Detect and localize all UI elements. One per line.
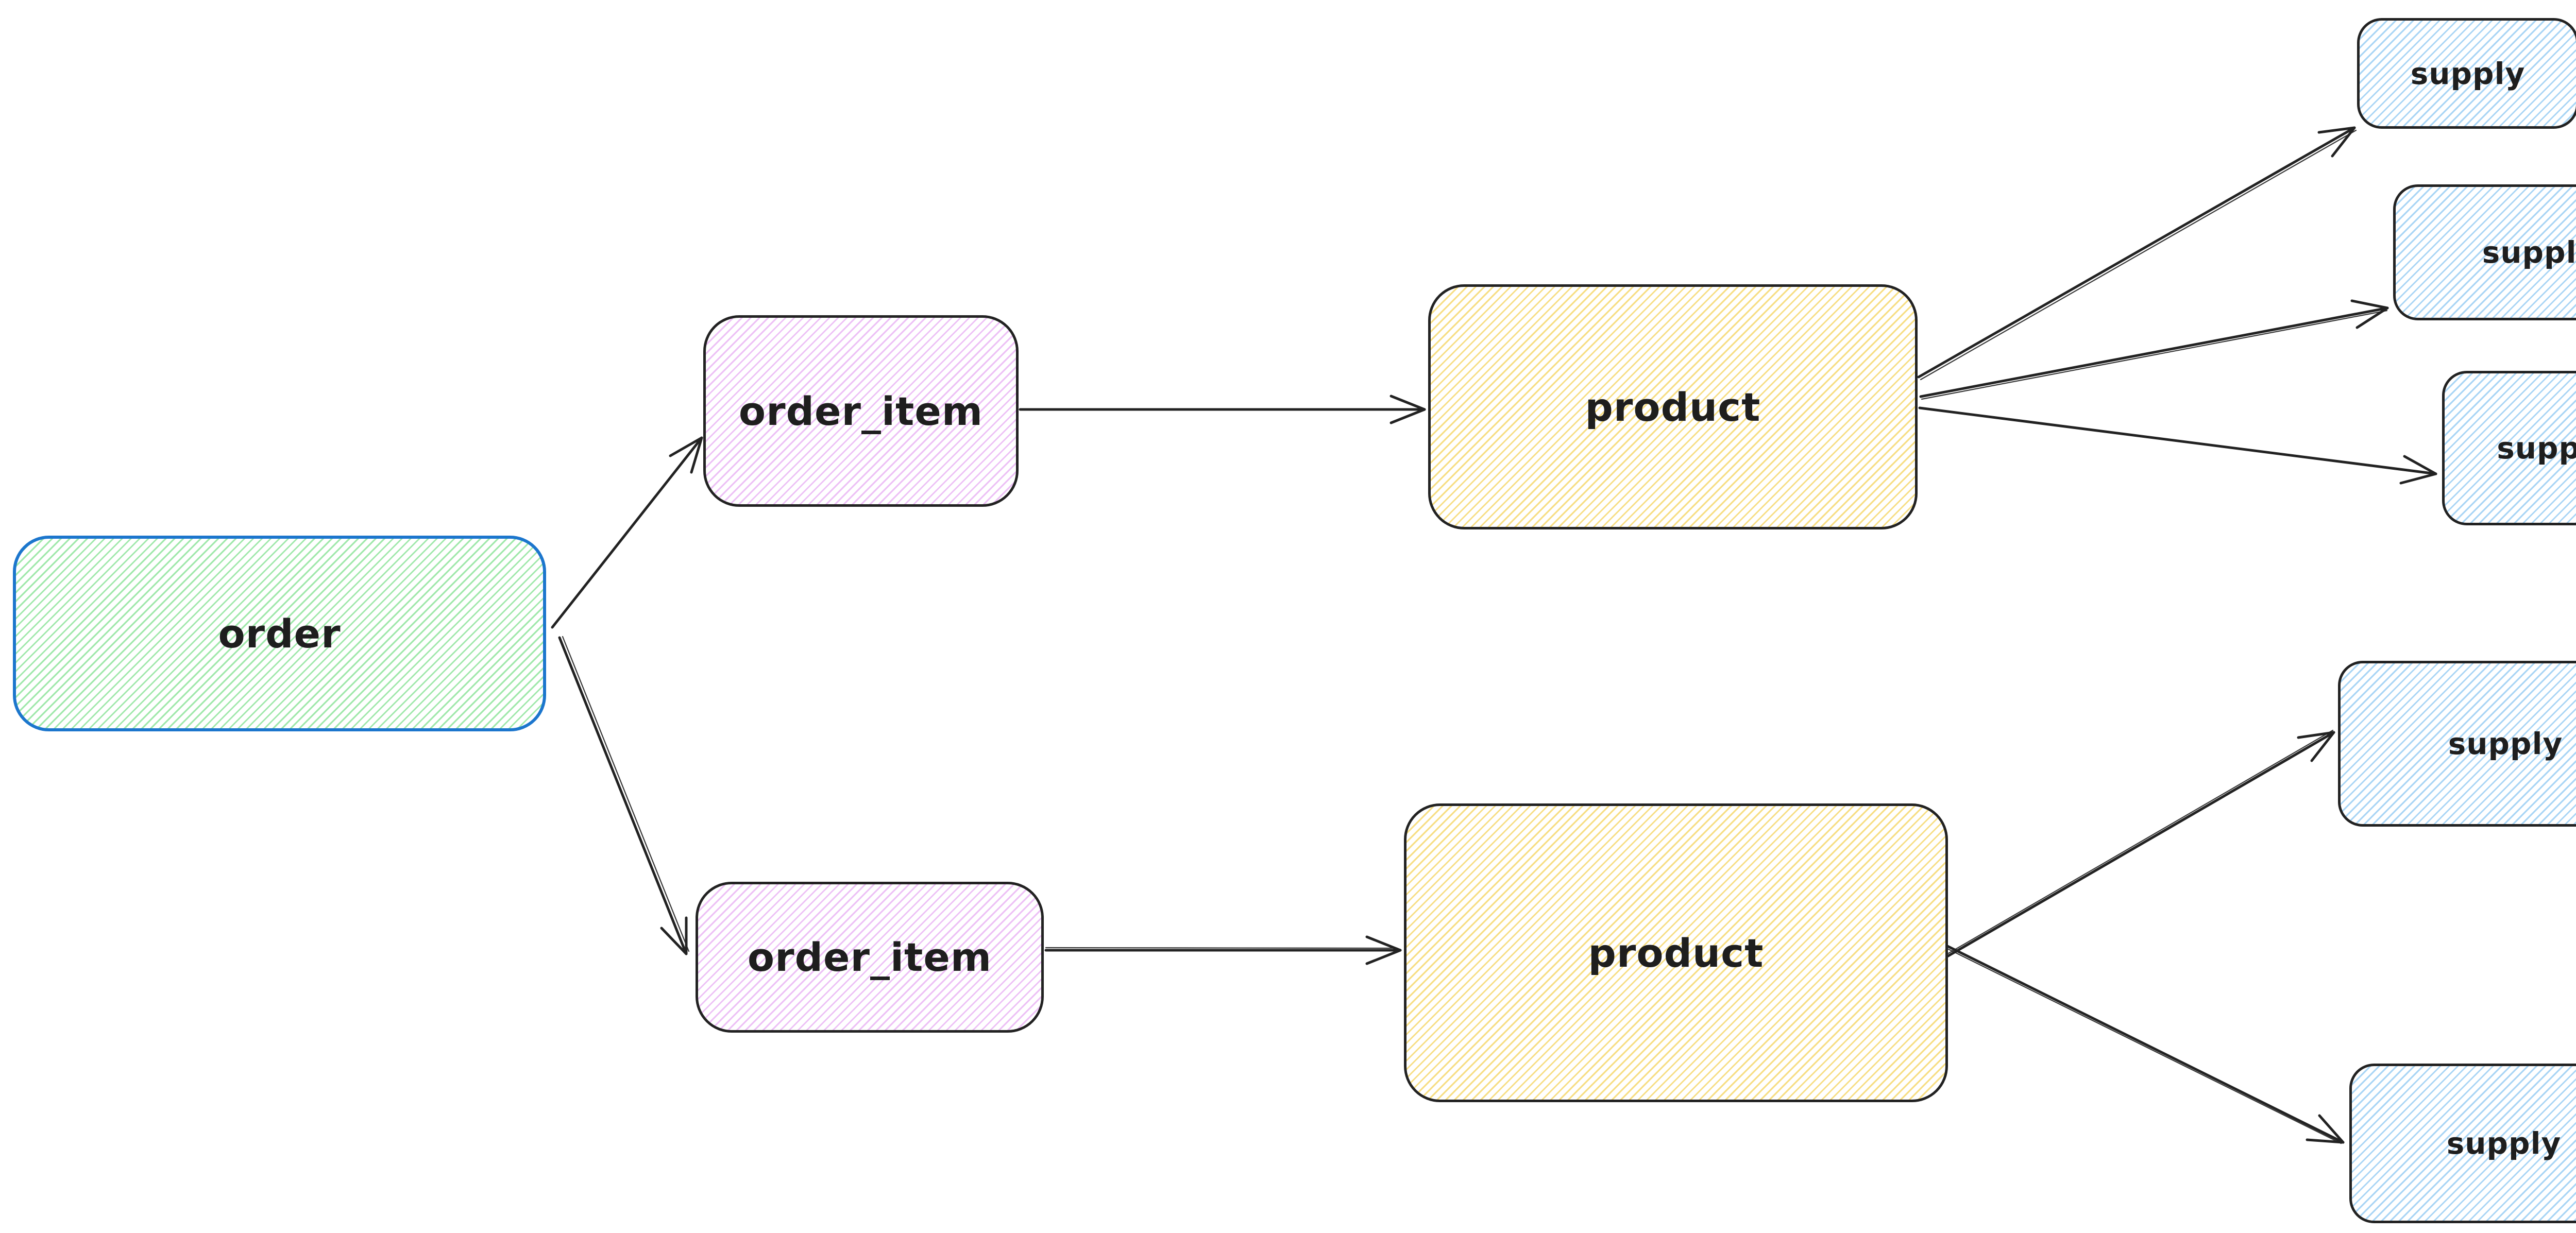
node-order[interactable]: order [13, 536, 546, 731]
node-order-item-top-label: order_item [738, 388, 984, 434]
arrow-product-top-to-supply-2[interactable] [1919, 299, 2389, 400]
node-supply-3[interactable]: supply [2442, 371, 2576, 525]
node-supply-2[interactable]: supply [2393, 184, 2576, 320]
node-order-label: order [218, 610, 341, 657]
arrow-order-item-top-to-product-top[interactable] [1019, 395, 1426, 424]
node-supply-4-label: supply [2448, 726, 2563, 761]
node-product-top-label: product [1585, 384, 1761, 430]
node-product-bottom[interactable]: product [1404, 803, 1948, 1102]
node-product-bottom-label: product [1588, 930, 1764, 976]
arrow-order-to-order-item-top[interactable] [551, 436, 703, 629]
arrow-product-top-to-supply-3[interactable] [1918, 406, 2437, 485]
node-supply-1-label: supply [2410, 56, 2526, 91]
node-supply-5-label: supply [2446, 1126, 2562, 1161]
arrow-product-bottom-to-supply-5[interactable] [1945, 944, 2345, 1144]
node-supply-2-label: supply [2482, 235, 2576, 270]
node-order-item-bottom[interactable]: order_item [696, 882, 1044, 1033]
node-supply-3-label: supply [2497, 431, 2576, 466]
arrow-product-top-to-supply-1[interactable] [1917, 126, 2357, 381]
node-supply-5[interactable]: supply [2349, 1064, 2576, 1223]
node-supply-4[interactable]: supply [2338, 661, 2576, 827]
node-order-item-top[interactable]: order_item [703, 315, 1019, 507]
node-order-item-bottom-label: order_item [747, 934, 992, 980]
arrow-order-to-order-item-bottom[interactable] [558, 636, 690, 955]
node-supply-1[interactable]: supply [2357, 18, 2576, 129]
node-product-top[interactable]: product [1428, 284, 1918, 529]
arrow-order-item-bottom-to-product-bottom[interactable] [1044, 935, 1402, 965]
arrow-product-bottom-to-supply-4[interactable] [1945, 729, 2335, 958]
